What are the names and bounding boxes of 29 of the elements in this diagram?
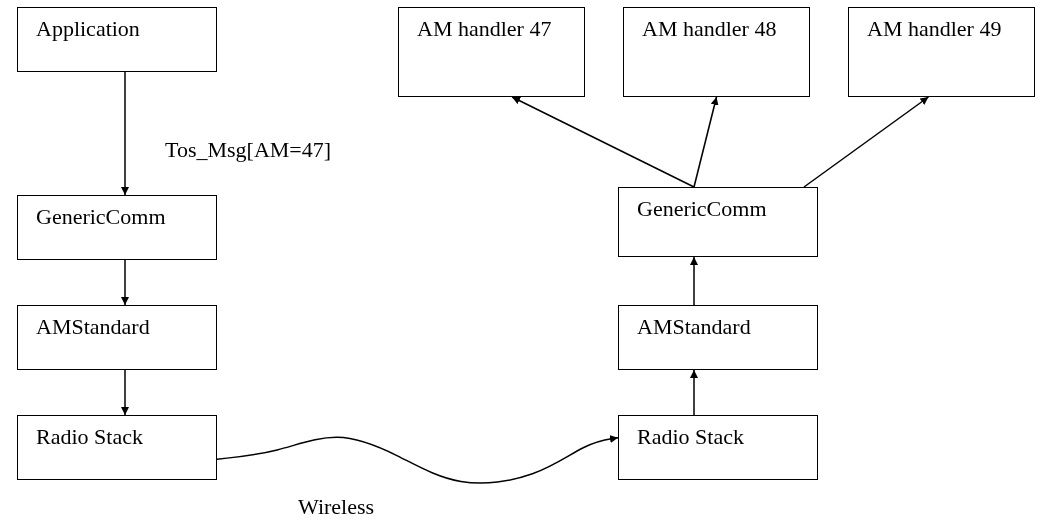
box-label: AM handler 49 — [867, 16, 1003, 42]
process-box — [17, 7, 217, 72]
box-label: GenericComm — [637, 196, 768, 222]
arrow — [121, 369, 129, 416]
process-box — [623, 7, 810, 97]
process-box — [17, 415, 217, 480]
process-box — [618, 305, 818, 370]
process-box — [17, 305, 217, 370]
arrow — [693, 96, 719, 188]
box-label: AMStandard — [637, 314, 752, 340]
process-box — [848, 7, 1035, 97]
process-box — [618, 415, 818, 480]
box-label: AM handler 48 — [642, 16, 778, 42]
arrow — [121, 259, 129, 306]
process-box — [618, 187, 818, 257]
arrow — [216, 435, 619, 484]
box-label: AMStandard — [36, 314, 151, 340]
process-box — [398, 7, 585, 97]
arrow — [803, 96, 930, 188]
arrow — [690, 256, 698, 306]
process-box — [17, 195, 217, 260]
box-label: Radio Stack — [36, 424, 144, 450]
arrow — [121, 71, 129, 196]
box-label: AM handler 47 — [417, 16, 553, 42]
box-label: Radio Stack — [637, 424, 745, 450]
box-label: GenericComm — [36, 204, 167, 230]
arrow — [690, 369, 698, 416]
box-label: Application — [36, 16, 141, 42]
arrow — [511, 96, 695, 188]
